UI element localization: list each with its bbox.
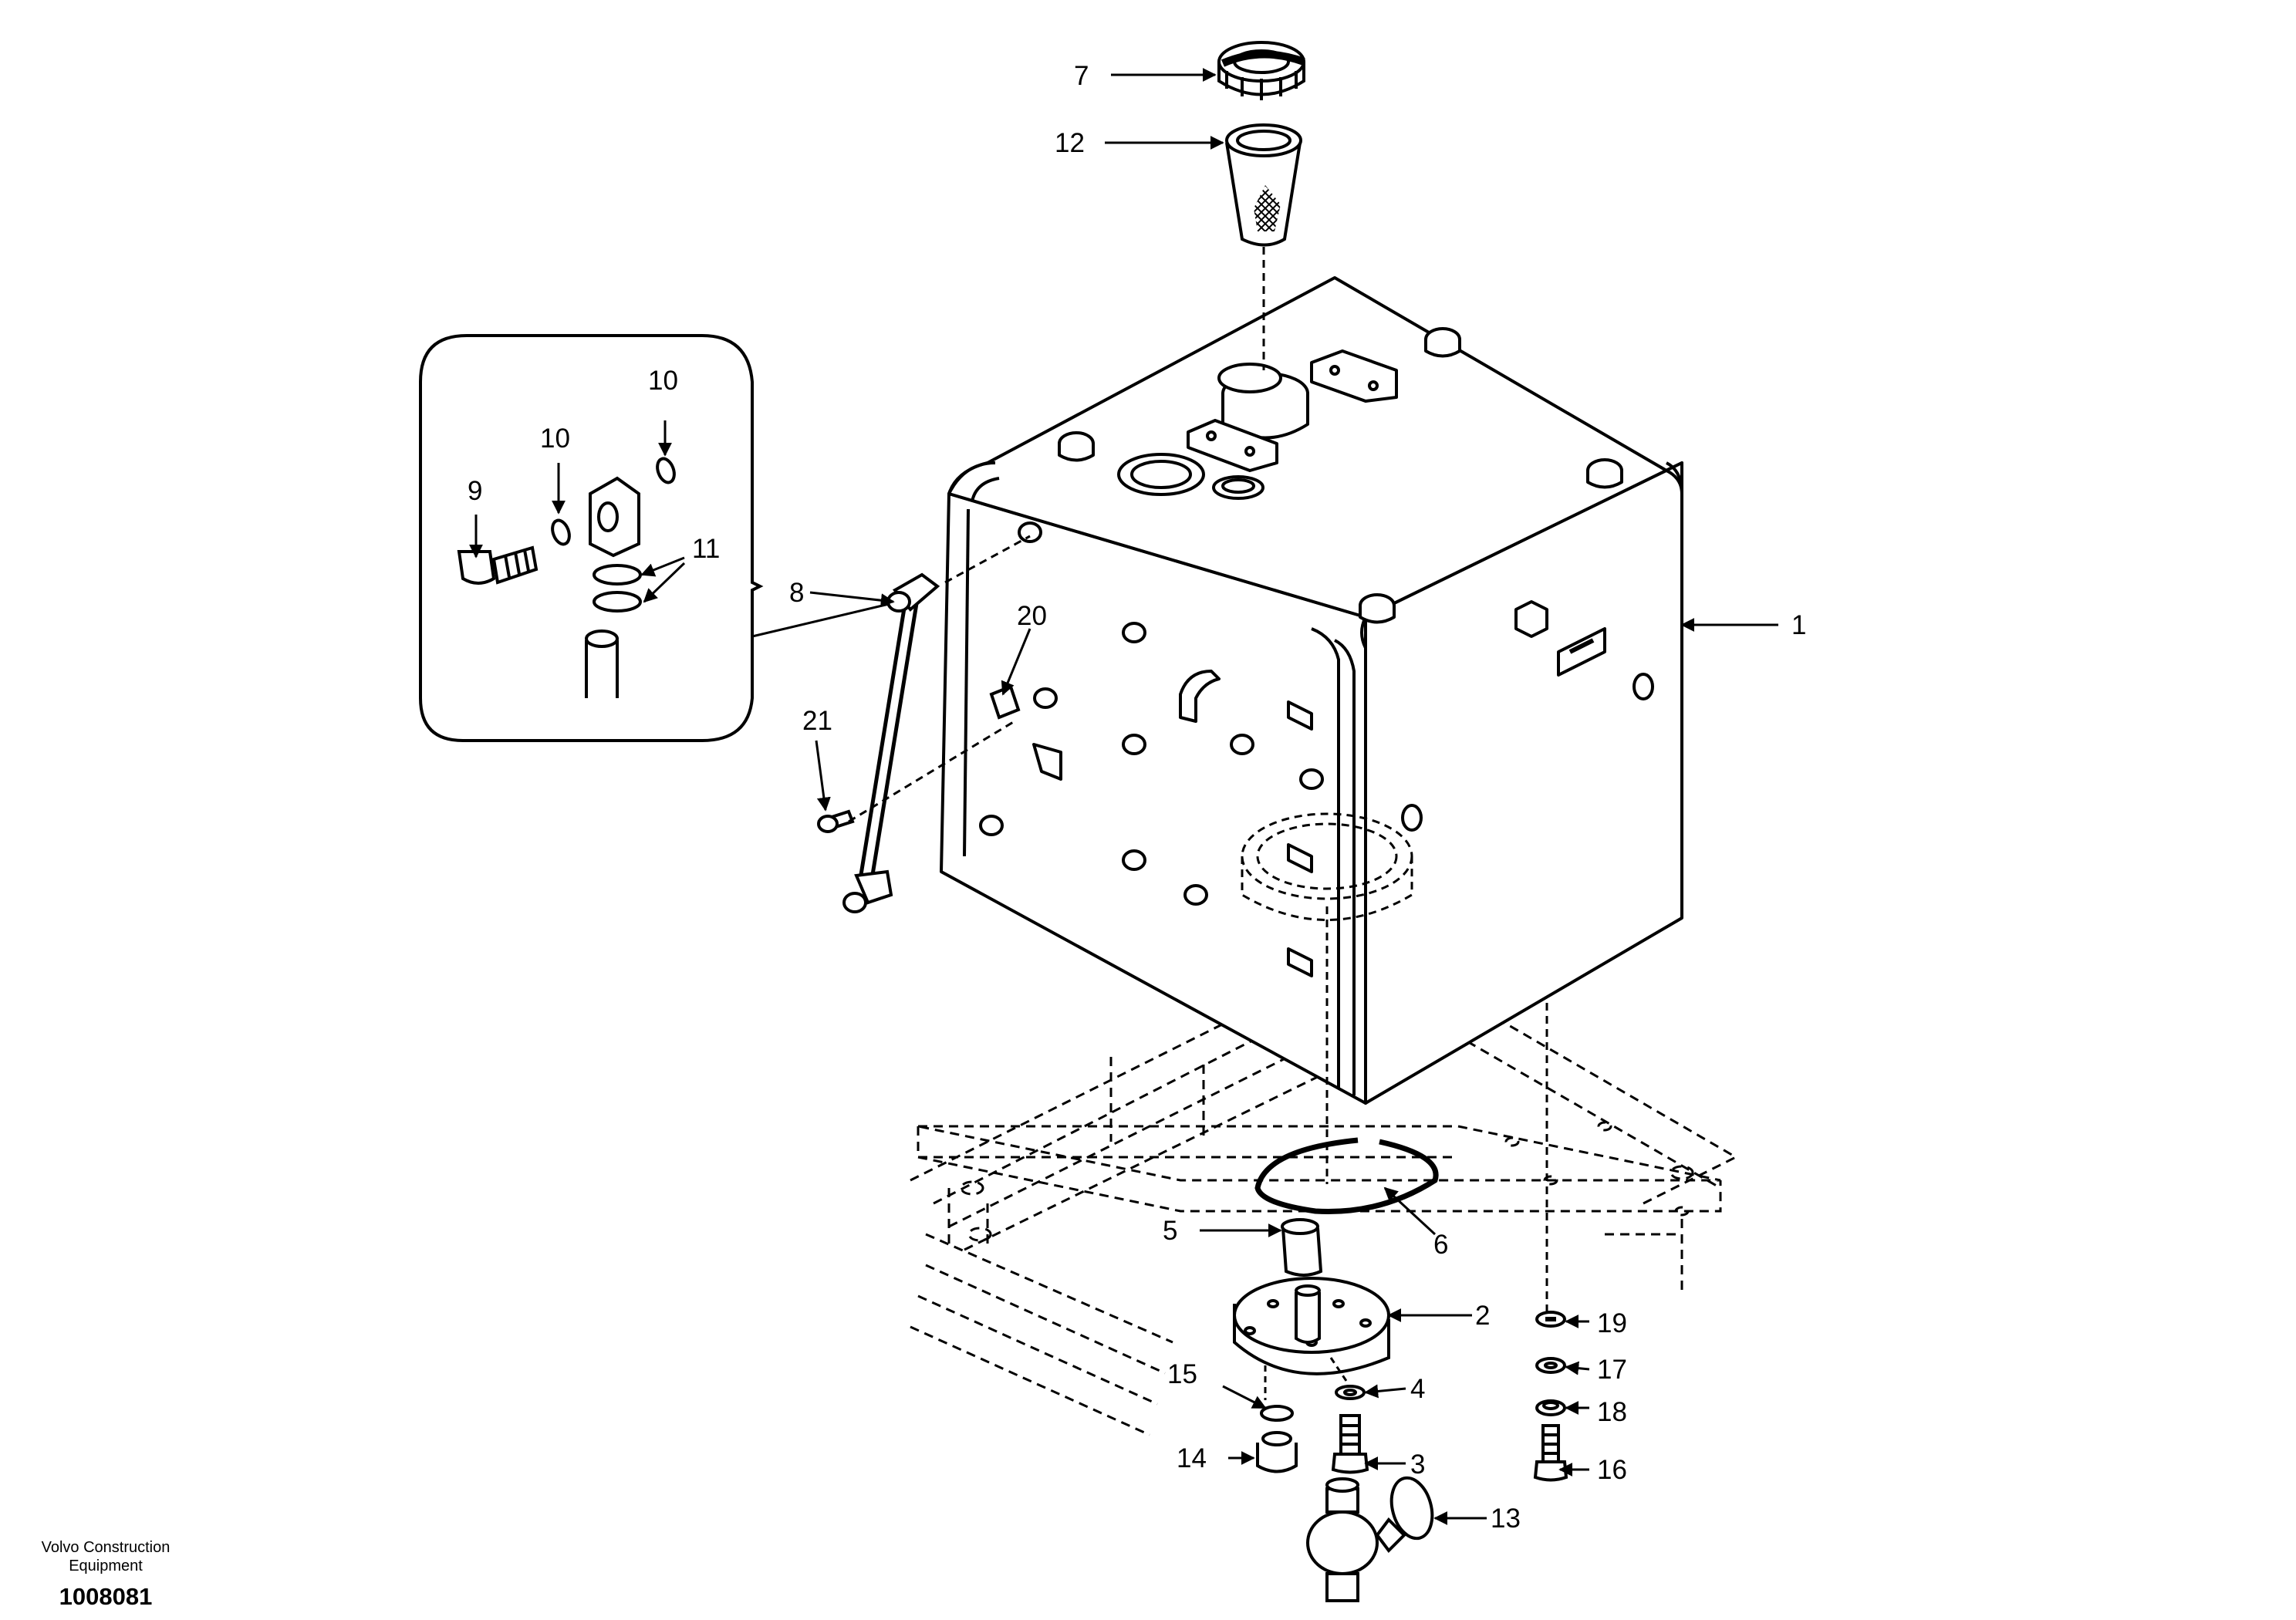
detail-inset xyxy=(419,334,764,742)
callout-20: 20 xyxy=(1017,601,1047,631)
callout-18: 18 xyxy=(1597,1397,1627,1427)
company-name: Volvo Construction xyxy=(42,1539,171,1556)
callout-19: 19 xyxy=(1597,1308,1627,1338)
company-name-line2: Equipment xyxy=(69,1558,143,1574)
fitting-3 xyxy=(1331,1414,1369,1474)
callout-16: 16 xyxy=(1597,1455,1627,1485)
detail-leader xyxy=(751,600,900,638)
strainer xyxy=(1225,123,1302,247)
callout-14: 14 xyxy=(1177,1443,1207,1473)
callout-9: 9 xyxy=(468,476,482,506)
callout-3: 3 xyxy=(1410,1450,1425,1480)
plug-14 xyxy=(1256,1431,1298,1473)
callout-17: 17 xyxy=(1597,1355,1627,1385)
callout-11: 11 xyxy=(692,534,720,564)
o-ring xyxy=(1254,1137,1439,1214)
o-ring-15 xyxy=(1260,1405,1294,1422)
callout-21: 21 xyxy=(802,706,832,736)
pipe-5 xyxy=(1281,1218,1323,1277)
assembly-line-gauge xyxy=(848,535,1031,823)
callout-7: 7 xyxy=(1074,61,1089,91)
washer-19 xyxy=(1535,1311,1566,1328)
base-frame xyxy=(910,1001,1737,1436)
callout-1: 1 xyxy=(1791,610,1806,640)
callout-5: 5 xyxy=(1163,1216,1177,1246)
callout-leaders xyxy=(469,68,1778,1525)
callout-2: 2 xyxy=(1475,1301,1490,1331)
washer-4 xyxy=(1335,1385,1366,1400)
washer-17 xyxy=(1535,1357,1566,1374)
callout-10a: 10 xyxy=(540,424,570,454)
bolt-16 xyxy=(1533,1424,1568,1482)
assembly-line-plug xyxy=(1264,1357,1348,1400)
washer-18 xyxy=(1535,1399,1566,1416)
callout-15: 15 xyxy=(1167,1359,1197,1389)
filler-cap xyxy=(1217,41,1305,100)
callout-10b: 10 xyxy=(648,366,678,396)
callout-8: 8 xyxy=(789,578,804,608)
footer: Volvo Construction Equipment 1008081 xyxy=(42,1539,171,1610)
callout-6: 6 xyxy=(1433,1230,1448,1260)
plate-2 xyxy=(1233,1277,1390,1375)
callout-12: 12 xyxy=(1055,128,1085,158)
callout-4: 4 xyxy=(1410,1374,1425,1404)
hydraulic-tank xyxy=(940,276,1683,1105)
callout-13: 13 xyxy=(1491,1504,1521,1534)
drawing-number: 1008081 xyxy=(59,1583,153,1610)
callout-labels: 1 2 3 4 5 6 7 8 9 10 10 11 12 13 14 15 1… xyxy=(468,61,1806,1534)
tank-opening-outline xyxy=(1241,812,1413,921)
drain-valve-13 xyxy=(1306,1476,1434,1602)
